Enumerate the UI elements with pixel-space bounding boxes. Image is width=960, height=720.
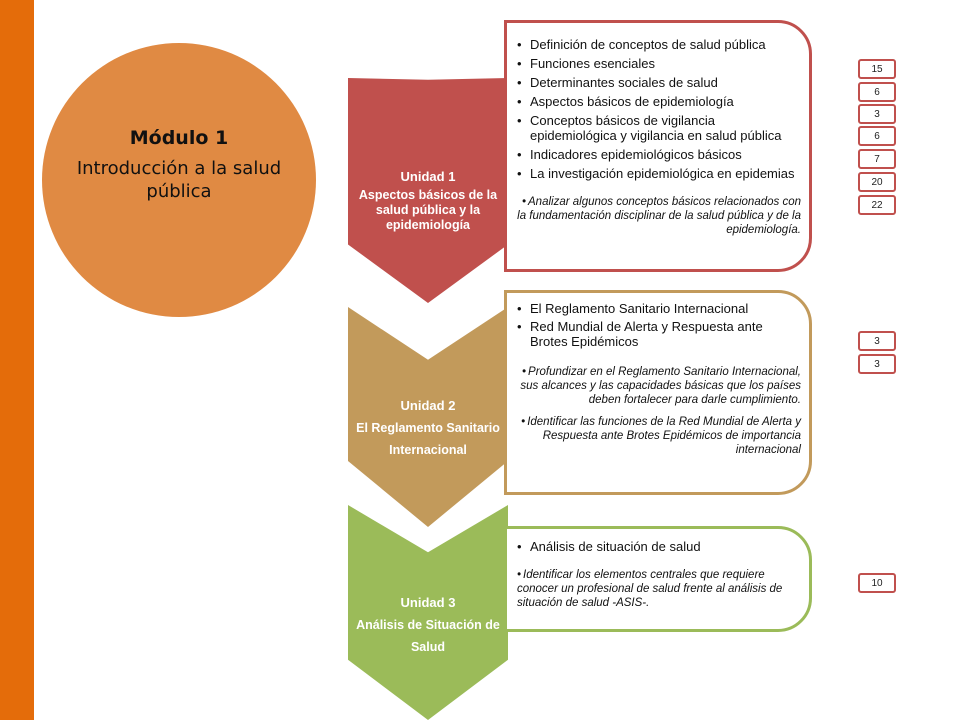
hours-badge: 3: [858, 331, 896, 351]
unit-2-chevron: Unidad 2 El Reglamento Sanitario Interna…: [348, 307, 508, 527]
unit-3-desc: Análisis de Situación de Salud: [356, 618, 500, 654]
unit-1-name: Unidad 1: [400, 168, 456, 184]
list-item: Conceptos básicos de vigilancia epidemio…: [517, 113, 801, 143]
unit-1-content-box: Definición de conceptos de salud pública…: [504, 20, 812, 272]
hours-badge: 22: [858, 195, 896, 215]
list-item: Indicadores epidemiológicos básicos: [517, 147, 801, 162]
unit-3-name: Unidad 3: [400, 595, 456, 610]
hours-badge: 3: [858, 354, 896, 374]
unit-3-content-box: Análisis de situación de salud •Identifi…: [504, 526, 812, 632]
list-item: Funciones esenciales: [517, 56, 801, 71]
unit-2-objective-2: •Identificar las funciones de la Red Mun…: [521, 416, 801, 456]
list-item: La investigación epidemiológica en epide…: [517, 166, 801, 181]
module-circle: Módulo 1 Introducción a la salud pública: [42, 43, 316, 317]
unit-2-topic-list: El Reglamento Sanitario Internacional Re…: [517, 301, 801, 349]
objective-text: Identificar los elementos centrales que …: [517, 569, 783, 609]
list-item: Aspectos básicos de epidemiología: [517, 94, 801, 109]
hours-badge: 6: [858, 126, 896, 146]
list-item: Red Mundial de Alerta y Respuesta ante B…: [517, 319, 801, 349]
list-item: El Reglamento Sanitario Internacional: [517, 301, 801, 316]
hours-badge: 6: [858, 82, 896, 102]
objective-text: Identificar las funciones de la Red Mund…: [527, 416, 801, 456]
hours-badge: 3: [858, 104, 896, 124]
unit-2-content-box: El Reglamento Sanitario Internacional Re…: [504, 290, 812, 495]
objective-text: Profundizar en el Reglamento Sanitario I…: [520, 366, 801, 406]
hours-badge: 10: [858, 573, 896, 593]
list-item: Análisis de situación de salud: [517, 539, 801, 554]
module-title: Módulo 1: [129, 127, 229, 149]
unit-1-topic-list: Definición de conceptos de salud pública…: [517, 37, 801, 181]
unit-3-objective: •Identificar los elementos centrales que…: [517, 569, 783, 609]
unit-1-chevron: Unidad 1 Aspectos básicos de la salud pú…: [348, 78, 508, 303]
unit-1-desc: Aspectos básicos de la salud pública y l…: [358, 187, 498, 232]
unit-1-objective: •Analizar algunos conceptos básicos rela…: [517, 196, 801, 236]
hours-badge: 15: [858, 59, 896, 79]
hours-badge: 7: [858, 149, 896, 169]
hours-badge: 20: [858, 172, 896, 192]
module-subtitle: Introducción a la salud pública: [76, 158, 282, 202]
unit-2-objective-1: •Profundizar en el Reglamento Sanitario …: [520, 366, 801, 406]
list-item: Definición de conceptos de salud pública: [517, 37, 801, 52]
unit-3-topic-list: Análisis de situación de salud: [517, 539, 801, 554]
list-item: Determinantes sociales de salud: [517, 75, 801, 90]
unit-2-name: Unidad 2: [400, 397, 456, 413]
unit-2-desc: El Reglamento Sanitario Internacional: [356, 420, 500, 457]
left-accent-bar: [0, 0, 34, 720]
objective-text: Analizar algunos conceptos básicos relac…: [517, 196, 801, 236]
unit-3-chevron: Unidad 3 Análisis de Situación de Salud: [348, 505, 508, 720]
